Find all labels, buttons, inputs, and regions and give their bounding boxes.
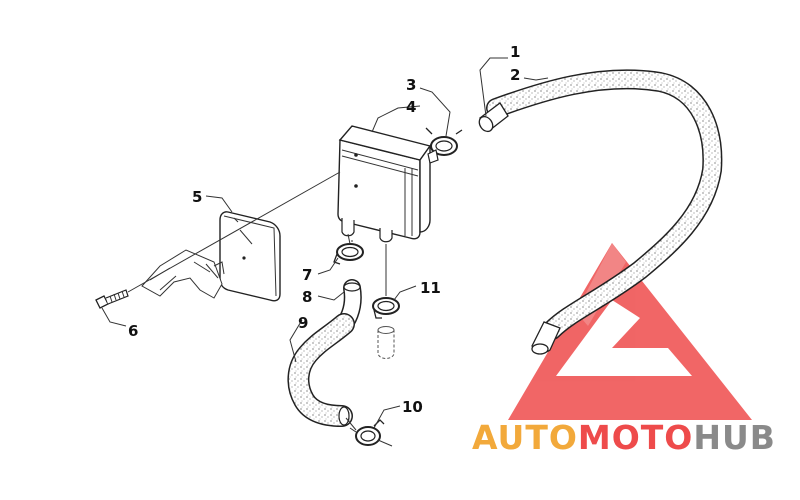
stub-hose bbox=[377, 326, 395, 359]
watermark-moto: MOTO bbox=[578, 418, 693, 457]
callout-4: 4 bbox=[406, 98, 416, 116]
callout-7: 7 bbox=[302, 266, 312, 284]
oil-separator-part-4 bbox=[337, 125, 439, 243]
callout-5: 5 bbox=[192, 188, 202, 206]
hose-clamp-part-3 bbox=[425, 127, 463, 156]
watermark-text: AUTOMOTOHUB bbox=[472, 418, 776, 457]
callout-2: 2 bbox=[510, 66, 520, 84]
callout-3: 3 bbox=[406, 76, 416, 94]
callout-leaders bbox=[101, 57, 549, 429]
hose-clamp-part-11 bbox=[372, 297, 400, 319]
callout-11: 11 bbox=[420, 279, 441, 297]
breather-hose-part-2 bbox=[486, 69, 723, 355]
callout-10: 10 bbox=[402, 398, 423, 416]
mounting-plate-part-5 bbox=[219, 211, 281, 302]
watermark-hub: HUB bbox=[693, 418, 776, 457]
hose-part-9 bbox=[287, 313, 355, 427]
callout-9: 9 bbox=[298, 314, 308, 332]
callout-numbers: 1 2 3 4 5 6 7 8 9 10 11 bbox=[128, 43, 520, 416]
callout-1: 1 bbox=[510, 43, 520, 61]
hose-fitting-part-1 bbox=[478, 102, 509, 133]
mounting-bracket bbox=[141, 249, 225, 299]
bolt-part-6 bbox=[95, 289, 129, 309]
hose-clamp-part-7 bbox=[333, 240, 364, 265]
callout-8: 8 bbox=[302, 288, 312, 306]
hose-clamp-part-10 bbox=[349, 419, 385, 446]
watermark-auto: AUTO bbox=[472, 418, 578, 457]
callout-6: 6 bbox=[128, 322, 138, 340]
